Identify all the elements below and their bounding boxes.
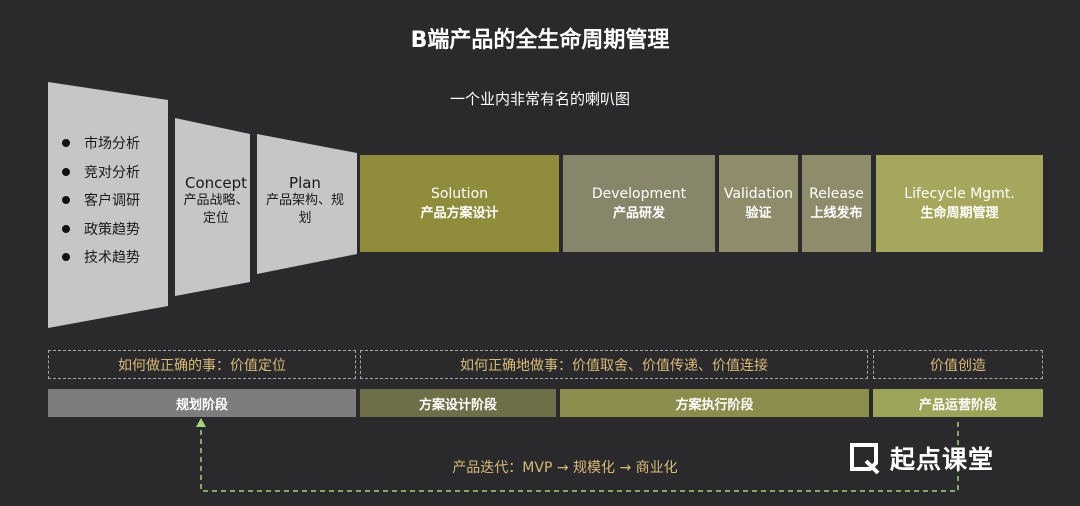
stage-lifecycle: Lifecycle Mgmt. 生命周期管理 [876, 155, 1043, 252]
stage-release: Release 上线发布 [802, 155, 871, 252]
question-box-execution: 如何正确地做事：价值取舍、价值传递、价值连接 [360, 350, 868, 379]
brand-logo: 起点课堂 [848, 440, 994, 476]
phase-execution: 方案执行阶段 [560, 389, 869, 417]
iteration-loop-line [200, 421, 959, 492]
funnel-segment-plan [257, 134, 357, 274]
phase-planning: 规划阶段 [48, 389, 356, 417]
question-box-planning: 如何做正确的事：价值定位 [48, 350, 356, 379]
funnel-segment-concept [175, 118, 250, 296]
funnel-segment-research [48, 82, 168, 328]
page-title: B端产品的全生命周期管理 [410, 28, 670, 53]
stage-validation: Validation 验证 [719, 155, 798, 252]
iteration-arrowhead [196, 418, 206, 427]
plan-label: Plan 产品架构、规划 [265, 174, 344, 226]
page-subtitle: 一个业内非常有名的喇叭图 [449, 90, 630, 108]
phase-operation: 产品运营阶段 [873, 389, 1043, 417]
stage-development: Development 产品研发 [563, 155, 715, 252]
bullet-item: 政策趋势 [62, 216, 140, 245]
qidian-logo-icon [850, 443, 880, 475]
bullet-item: 客户调研 [62, 187, 140, 216]
bullet-dot-icon [62, 224, 70, 233]
bullet-item: 市场分析 [62, 130, 140, 159]
iteration-label: 产品迭代：MVP → 规模化 → 商业化 [452, 460, 678, 476]
bullet-dot-icon [62, 139, 70, 147]
research-bullet-list: 市场分析 竞对分析 客户调研 政策趋势 技术趋势 [62, 130, 140, 273]
question-box-operation: 价值创造 [873, 350, 1043, 379]
phase-design: 方案设计阶段 [360, 389, 556, 417]
stage-solution: Solution 产品方案设计 [360, 155, 559, 252]
bullet-item: 竞对分析 [62, 159, 140, 188]
bullet-dot-icon [62, 253, 70, 261]
concept-label: Concept 产品战略、定位 [183, 174, 249, 226]
logo-text: 起点课堂 [890, 445, 995, 474]
bullet-item: 技术趋势 [62, 244, 140, 273]
bullet-dot-icon [62, 167, 70, 176]
bullet-dot-icon [62, 196, 70, 204]
